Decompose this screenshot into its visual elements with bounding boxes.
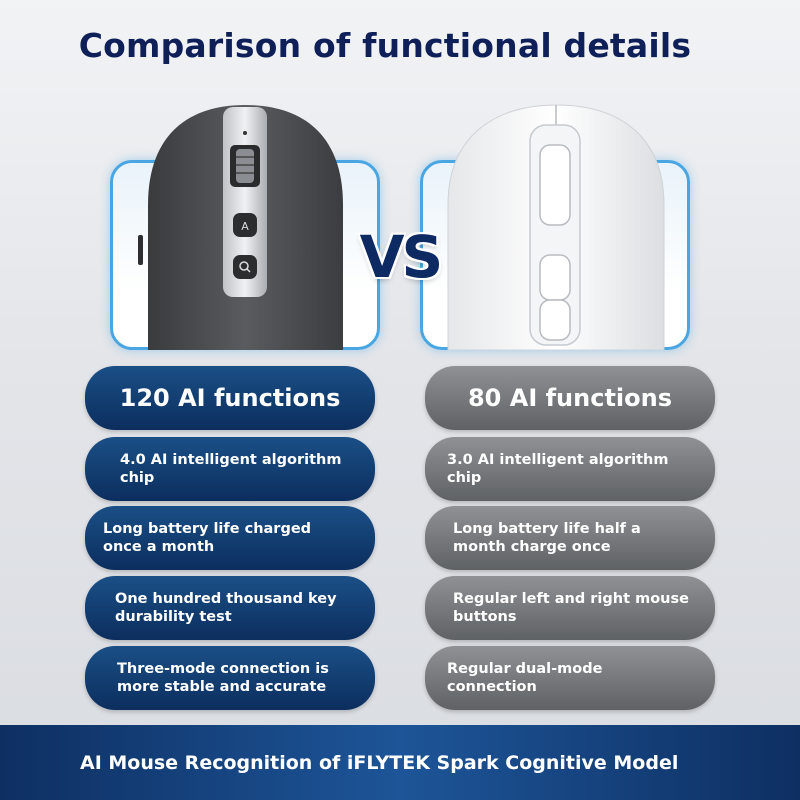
right-item-battery: Long battery life half a month charge on… bbox=[425, 506, 715, 570]
page-title: Comparison of functional details bbox=[78, 26, 692, 65]
svg-text:A: A bbox=[241, 220, 249, 233]
right-heading: 80 AI functions bbox=[425, 366, 715, 430]
right-item-buttons: Regular left and right mouse buttons bbox=[425, 576, 715, 640]
white-mouse-icon bbox=[447, 104, 665, 350]
vs-label: VS bbox=[359, 223, 444, 291]
left-item-durability: One hundred thousand key durability test bbox=[85, 576, 375, 640]
left-item-battery: Long battery life charged once a month bbox=[85, 506, 375, 570]
left-heading: 120 AI functions bbox=[85, 366, 375, 430]
left-item-chip: 4.0 AI intelligent algorithm chip bbox=[85, 437, 375, 501]
left-item-connection: Three-mode connection is more stable and… bbox=[85, 646, 375, 710]
right-item-chip: 3.0 AI intelligent algorithm chip bbox=[425, 437, 715, 501]
dark-ai-mouse-icon: A bbox=[138, 105, 343, 350]
footer-banner: AI Mouse Recognition of iFLYTEK Spark Co… bbox=[0, 725, 800, 800]
right-item-connection: Regular dual-mode connection bbox=[425, 646, 715, 710]
